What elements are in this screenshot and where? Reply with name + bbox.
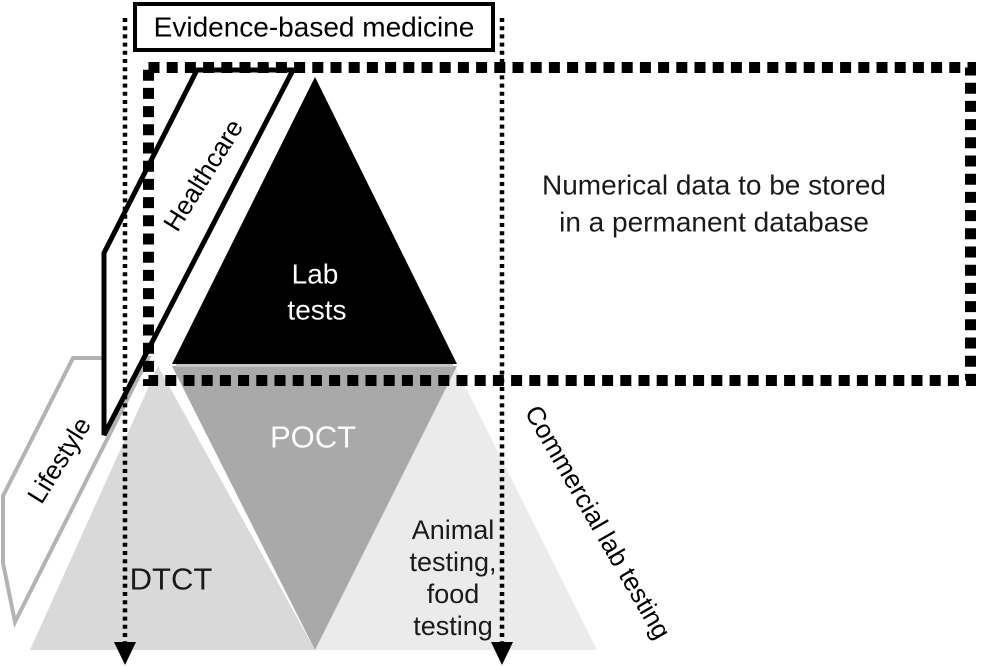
animal-testing-triangle — [315, 366, 597, 650]
database-note-line1: Numerical data to be stored — [542, 170, 886, 201]
left-arrowhead-icon — [114, 642, 136, 665]
lab-tests-label-line1: Lab — [292, 259, 339, 290]
poct-label: POCT — [270, 420, 356, 455]
database-dashed-box — [143, 62, 976, 386]
poct-triangle — [172, 366, 457, 650]
lab-tests-triangle — [172, 77, 457, 364]
animal-label-line4: testing — [413, 611, 493, 641]
dtct-label: DTCT — [130, 562, 213, 597]
database-note-line2: in a permanent database — [559, 207, 869, 238]
evidence-title-label: Evidence-based medicine — [154, 12, 475, 43]
lab-tests-label-line2: tests — [287, 295, 346, 326]
animal-label-line2: testing, — [409, 547, 496, 577]
animal-label-line3: food — [427, 579, 480, 609]
evidence-title-box — [133, 2, 495, 52]
right-arrowhead-icon — [491, 642, 513, 665]
dtct-triangle — [30, 366, 315, 650]
animal-label-line1: Animal — [412, 515, 495, 545]
